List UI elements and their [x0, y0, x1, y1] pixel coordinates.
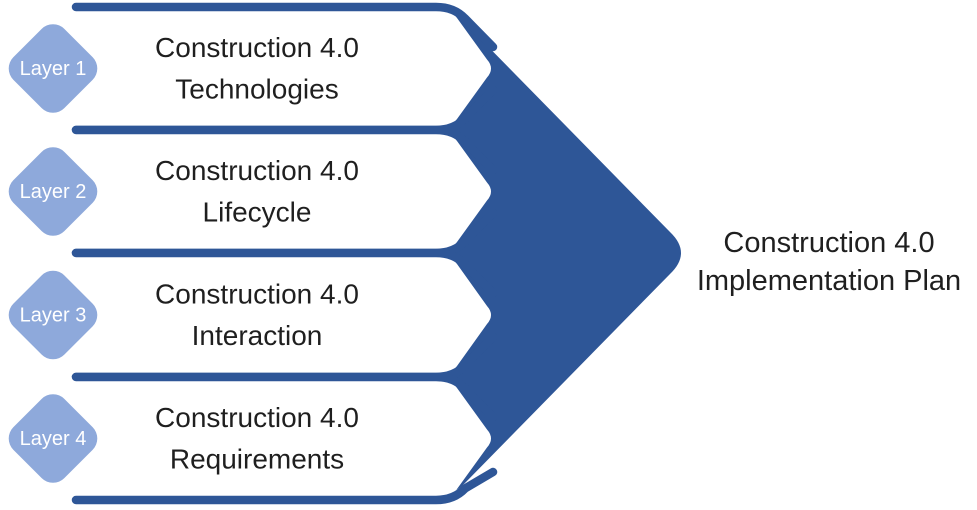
band-outline-top — [71, 125, 498, 175]
band-shape — [66, 253, 491, 377]
layer-band-3: Layer 3 Construction 4.0 Interaction — [8, 248, 498, 382]
band-outline-top — [71, 372, 498, 422]
layer-band-2: Layer 2 Construction 4.0 Lifecycle — [8, 125, 498, 258]
layer-badge-label: Layer 3 — [20, 305, 87, 327]
result-title-line2: Implementation Plan — [697, 265, 961, 297]
band-title-line1: Construction 4.0 — [155, 279, 359, 310]
layer-badge-label: Layer 1 — [20, 58, 87, 80]
band-title-line1: Construction 4.0 — [155, 32, 359, 63]
result-title-line1: Construction 4.0 — [723, 227, 934, 259]
band-shape — [66, 130, 491, 253]
band-title-line1: Construction 4.0 — [155, 402, 359, 433]
layer-badge-4 — [8, 394, 98, 483]
layer-badge-label: Layer 4 — [20, 428, 87, 450]
implementation-plan-label: Construction 4.0 Implementation Plan — [697, 227, 961, 297]
band-title-line2: Technologies — [175, 74, 338, 105]
band-outline-top — [71, 248, 498, 298]
band-outline-bottom — [71, 467, 498, 505]
layer-badge-3 — [8, 270, 98, 360]
band-title-line2: Lifecycle — [203, 197, 312, 228]
layer-badge-label: Layer 2 — [20, 181, 87, 203]
layer-badge-2 — [8, 147, 98, 236]
band-shape — [66, 377, 491, 500]
band-outline-top — [71, 2, 498, 52]
band-title-line2: Interaction — [192, 320, 323, 351]
band-title-line2: Requirements — [170, 444, 344, 475]
band-title-line1: Construction 4.0 — [155, 155, 359, 186]
layer-band-1: Layer 1 Construction 4.0 Technologies — [8, 2, 498, 135]
layer-band-4: Layer 4 Construction 4.0 Requirements — [8, 372, 498, 505]
layer-badge-1 — [8, 24, 98, 113]
band-shape — [66, 7, 491, 130]
